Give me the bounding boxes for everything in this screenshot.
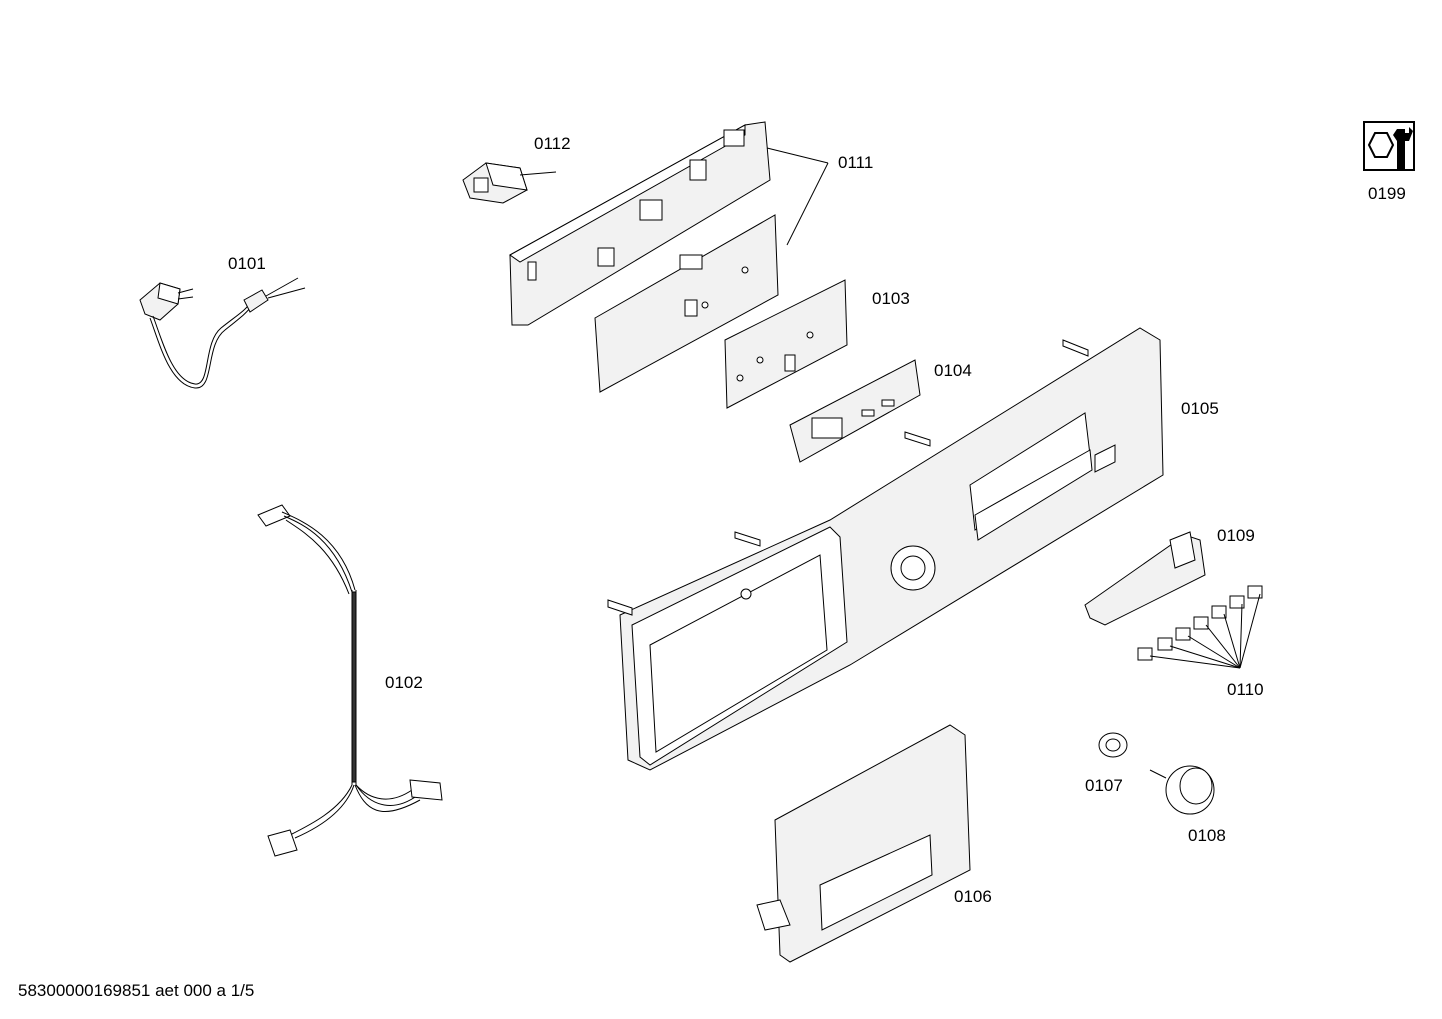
part-label-0108: 0108 — [1188, 826, 1226, 845]
switch-0112-drawing — [462, 162, 557, 204]
document-footer-id: 58300000169851 aet 000 a 1/5 — [18, 981, 255, 1000]
power-cord-drawing — [139, 277, 306, 389]
display-board-drawing — [724, 279, 848, 409]
part-label-0112: 0112 — [534, 134, 571, 153]
part-label-0104: 0104 — [934, 361, 972, 380]
part-label-0111: 0111 — [838, 153, 874, 172]
control-panel-drawing — [607, 327, 1164, 771]
part-label-0107: 0107 — [1085, 776, 1123, 795]
part-label-0109: 0109 — [1217, 526, 1255, 545]
circuit-board-drawing — [594, 214, 779, 393]
button-holder-drawing — [1084, 531, 1206, 626]
part-label-0105: 0105 — [1181, 399, 1219, 418]
wiring-harness-drawing — [257, 504, 443, 857]
light-guide-drawing — [789, 359, 921, 463]
selector-knob-drawing — [1149, 765, 1215, 815]
wrench-nut-icon — [1363, 121, 1415, 171]
part-label-0103: 0103 — [872, 289, 910, 308]
drawer-panel-drawing — [756, 724, 971, 963]
part-label-0101: 0101 — [228, 254, 266, 273]
part-label-0110: 0110 — [1227, 680, 1264, 699]
part-label-0102: 0102 — [385, 673, 423, 692]
part-label-0199: 0199 — [1368, 184, 1406, 203]
part-label-0106: 0106 — [954, 887, 992, 906]
module-housing-drawing — [509, 121, 829, 326]
buttons-drawing — [1137, 585, 1263, 669]
knob-insert-drawing — [1098, 732, 1128, 758]
